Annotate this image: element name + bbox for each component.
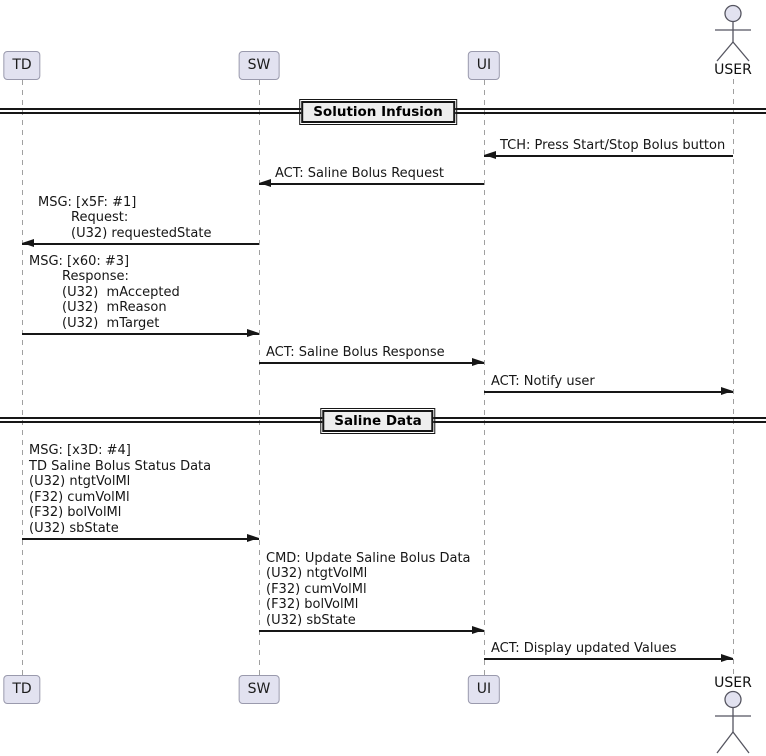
participant-sw-bottom: SW: [238, 675, 280, 704]
arrowhead-icon: [721, 387, 733, 396]
message-label: ACT: Saline Bolus Response: [266, 345, 445, 361]
message-text: (U32) ntgtVolMl: [29, 474, 131, 489]
message-text: ACT: Saline Bolus Response: [266, 344, 445, 360]
message-line: [484, 391, 733, 393]
message-text: (U32) sbState: [266, 612, 356, 628]
actor-label-top: USER: [714, 62, 752, 78]
arrowhead-icon: [721, 654, 733, 663]
message-label: ACT: Saline Bolus Request: [275, 166, 444, 182]
message-text: ACT: Display updated Values: [491, 640, 677, 656]
message-line: [259, 183, 484, 185]
message-line: [22, 243, 259, 245]
message-text: (U32) mAccepted: [29, 284, 180, 300]
message-text: (U32) mReason: [29, 300, 167, 315]
message-text: MSG: [x3D: #4]: [29, 443, 131, 458]
message-text: (U32) ntgtVolMl: [266, 566, 368, 581]
arrowhead-icon: [472, 626, 484, 635]
arrowhead-icon: [247, 534, 259, 543]
message-text: (F32) bolVolMl: [29, 505, 122, 520]
message-label: MSG: [x3D: #4]TD Saline Bolus Status Dat…: [29, 443, 211, 536]
message-label: ACT: Display updated Values: [491, 641, 676, 657]
actor-label-bottom: USER: [714, 675, 752, 691]
message-label: TCH: Press Start/Stop Bolus button: [500, 138, 725, 154]
lifeline-ui: [483, 80, 485, 675]
message-label: CMD: Update Saline Bolus Data(U32) ntgtV…: [266, 551, 471, 629]
arrowhead-icon: [259, 179, 271, 188]
message-line: [484, 155, 733, 157]
message-text: MSG: [x60: #3]: [29, 253, 130, 269]
participant-td-top: TD: [3, 51, 41, 80]
arrowhead-icon: [484, 151, 496, 160]
message-line: [22, 333, 259, 335]
message-text: (U32) mTarget: [29, 315, 160, 331]
user-actor-icon: [705, 4, 761, 78]
message-label: ACT: Notify user: [491, 374, 595, 390]
participant-sw-top: SW: [238, 51, 280, 80]
message-text: CMD: Update Saline Bolus Data: [266, 550, 471, 566]
message-text: ACT: Notify user: [491, 373, 595, 389]
message-text: ACT: Saline Bolus Request: [275, 165, 445, 181]
participant-ui-top: UI: [467, 51, 501, 80]
message-text: (F32) cumVolMl: [29, 489, 130, 505]
participant-ui-bottom: UI: [467, 675, 501, 704]
divider-label: Solution Infusion: [299, 99, 457, 125]
divider-label: Saline Data: [320, 408, 436, 434]
message-text: (U32) sbState: [29, 520, 119, 536]
message-text: Response:: [29, 269, 129, 284]
message-label: MSG: [x5F: #1] Request: (U32) requestedS…: [38, 195, 211, 242]
message-text: TD Saline Bolus Status Data: [29, 458, 212, 474]
message-text: (F32) cumVolMl: [266, 581, 367, 597]
message-label: MSG: [x60: #3] Response: (U32) mAccepted…: [29, 254, 180, 332]
message-text: Request:: [38, 210, 129, 225]
message-line: [22, 538, 259, 540]
participant-td-bottom: TD: [3, 675, 41, 704]
message-text: MSG: [x5F: #1]: [38, 194, 137, 210]
arrowhead-icon: [247, 329, 259, 338]
message-text: (F32) bolVolMl: [266, 597, 359, 612]
lifeline-td: [21, 80, 23, 675]
message-line: [259, 630, 484, 632]
message-line: [259, 362, 484, 364]
lifeline-sw: [258, 80, 260, 675]
lifeline-user: [732, 79, 734, 677]
arrowhead-icon: [472, 358, 484, 367]
message-text: (U32) requestedState: [38, 225, 212, 241]
message-line: [484, 658, 733, 660]
message-text: TCH: Press Start/Stop Bolus button: [500, 137, 726, 153]
arrowhead-icon: [22, 239, 34, 248]
user-actor-icon: [705, 690, 761, 756]
